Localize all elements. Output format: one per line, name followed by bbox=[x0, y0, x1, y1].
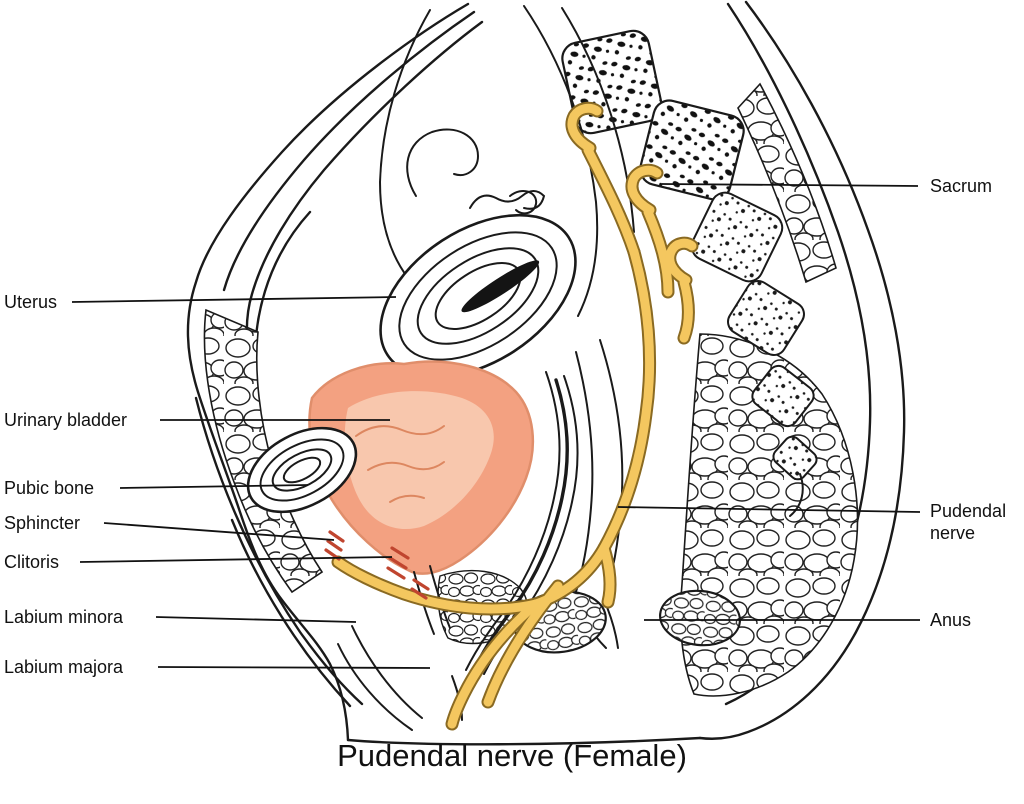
sacrum-leader bbox=[661, 183, 919, 187]
label-anus: Anus bbox=[930, 610, 972, 630]
nerve-branch-rectal bbox=[599, 543, 615, 607]
fallopian-tube bbox=[406, 128, 480, 197]
sphincter-shape bbox=[324, 530, 345, 561]
leader-lines bbox=[71, 183, 921, 669]
body-outline bbox=[186, 0, 906, 746]
label-urinary-bladder: Urinary bladder bbox=[4, 410, 128, 430]
coccyx-tip bbox=[789, 473, 804, 517]
nerve-root bbox=[583, 145, 639, 257]
label-labium-minora: Labium minora bbox=[4, 607, 124, 627]
nerve-root bbox=[643, 207, 673, 297]
labium-minora-leader bbox=[155, 616, 357, 623]
labium-majora-leader bbox=[157, 666, 431, 669]
nerve-root bbox=[627, 165, 662, 215]
uterus-shape bbox=[379, 213, 577, 379]
label-labium-majora: Labium majora bbox=[4, 657, 124, 677]
uterine-cavity bbox=[461, 260, 540, 313]
clitoris-leader bbox=[79, 556, 393, 563]
perineal-muscle-shape bbox=[410, 578, 430, 600]
figure-title: Pudendal nerve (Female) bbox=[337, 738, 687, 773]
label-pudendal-nerve: Pudendal nerve bbox=[930, 501, 1007, 543]
label-uterus: Uterus bbox=[4, 292, 58, 312]
fat-texture-back bbox=[737, 82, 837, 284]
pudendal-nerve-leader bbox=[617, 506, 921, 513]
sacrum-segment bbox=[639, 99, 745, 201]
pubic-bone-leader bbox=[119, 484, 309, 489]
uterus-leader bbox=[71, 296, 397, 303]
nerve-trunk bbox=[531, 247, 655, 609]
pubic-bone-shape bbox=[246, 426, 358, 514]
internal-contours bbox=[378, 5, 635, 317]
nerve-root bbox=[567, 103, 602, 153]
nerve-branch-perineal bbox=[447, 599, 541, 729]
nerve-root bbox=[665, 238, 697, 285]
nerve-branch-clitoral bbox=[333, 557, 541, 614]
labia-shape bbox=[337, 625, 463, 731]
label-clitoris: Clitoris bbox=[4, 552, 60, 572]
sacrum-segment bbox=[751, 364, 815, 428]
sacrum-segment bbox=[690, 191, 784, 283]
label-sacrum: Sacrum bbox=[930, 176, 993, 196]
nerve-branch-perineal bbox=[483, 581, 563, 707]
bowel-curl bbox=[509, 189, 538, 215]
clitoris-shape bbox=[386, 546, 410, 580]
label-pubic-bone: Pubic bone bbox=[4, 478, 95, 498]
sacrum-segment bbox=[727, 279, 805, 357]
anal-sphincter-shape bbox=[513, 589, 741, 654]
sphincter-leader bbox=[103, 522, 335, 541]
label-sphincter: Sphincter bbox=[4, 513, 81, 533]
nerve-root bbox=[679, 277, 693, 343]
bladder-shape bbox=[308, 360, 535, 575]
bowel-curl bbox=[469, 190, 546, 210]
pudendal-nerve-shape bbox=[333, 103, 697, 729]
coccyx bbox=[772, 435, 818, 481]
